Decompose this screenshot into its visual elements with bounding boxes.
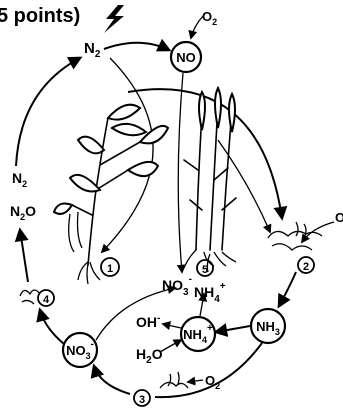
lightning-bolt-icon — [104, 5, 124, 33]
h2o-to-nh4-arrow — [160, 340, 181, 352]
nh4-node: NH4+ — [181, 317, 215, 351]
nitrifier-soil-icon — [160, 372, 188, 388]
soil-to-nh3-arrow — [279, 272, 296, 306]
no3-node: NO3- — [63, 333, 97, 367]
o2-to-nitrifier-arrow — [188, 380, 203, 382]
svg-text:NO: NO — [176, 50, 196, 65]
nh4-mid-label: NH4+ — [194, 281, 226, 305]
svg-text:4: 4 — [43, 294, 50, 306]
soil-decomposition-icon — [268, 222, 322, 250]
o2-top-label: O2 — [202, 9, 217, 27]
svg-text:1: 1 — [107, 263, 113, 275]
o-to-soil-arrow — [302, 222, 334, 242]
nh3-to-nh4-arrow — [216, 326, 250, 332]
no-node: NO — [171, 42, 201, 72]
nh3-to-nitrification-arc — [155, 343, 262, 397]
step-4-marker: 4 — [38, 290, 54, 306]
o-right-label: O — [335, 210, 343, 225]
n2-left-label: N2 — [12, 170, 27, 189]
no3-to-denitrifier-arrow — [40, 310, 64, 344]
grass-plant-icon — [184, 88, 236, 272]
points-header: 5 points) — [0, 5, 80, 27]
step-3-marker: 3 — [134, 390, 150, 406]
n2-top-label: N2 — [84, 40, 101, 60]
n2o-label: N2O — [10, 203, 36, 222]
nh4-to-oh-arrow — [163, 324, 181, 328]
no-to-no3-arrow — [178, 73, 183, 272]
nh3-node: NH3 — [251, 309, 285, 343]
n2-return-arrow — [16, 58, 80, 166]
svg-text:2: 2 — [303, 261, 309, 273]
denitrifier-soil-icon — [20, 290, 40, 304]
no3-mid-label: NO3- — [162, 274, 192, 298]
step-2-marker: 2 — [298, 257, 314, 273]
n2-to-legume-arrow — [102, 58, 153, 252]
svg-text:3: 3 — [139, 394, 145, 406]
legume-plant-icon — [54, 105, 168, 284]
nitrification-to-no3-arrow — [94, 366, 130, 394]
n2-to-no-arrow — [104, 43, 169, 50]
h2o-label: H2O — [136, 346, 163, 366]
step-5-marker: 5 — [197, 260, 213, 276]
step-1-marker: 1 — [101, 258, 119, 276]
denitrifier-to-n2o-arrow — [20, 230, 28, 282]
oh-label: OH- — [136, 313, 160, 330]
